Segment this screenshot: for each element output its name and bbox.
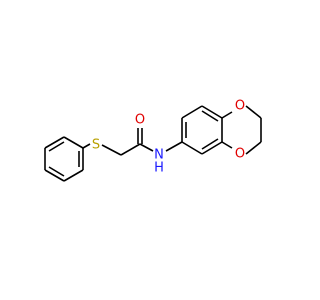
ether-oxygen-top-label: O — [235, 99, 245, 114]
phenyl-ring — [44, 136, 84, 182]
bond-sulfur-methylene — [101, 144, 122, 156]
sulfur-atom-label: S — [92, 138, 100, 153]
benzodioxane-aromatic-ring — [181, 105, 223, 155]
bond-carbonyl-nitrogen — [139, 143, 154, 152]
bond-nitrogen-aryl — [165, 141, 183, 152]
molecule-structure: S O N H O O — [44, 98, 262, 182]
amide-hydrogen-label: H — [154, 161, 164, 176]
carbonyl-oxygen-label: O — [135, 113, 145, 128]
bond-methylene-carbonyl — [120, 143, 141, 156]
dioxane-ring — [221, 105, 262, 155]
amide-nitrogen-label: N — [154, 148, 164, 163]
ether-oxygen-bottom-label: O — [235, 147, 245, 162]
bond-phenyl-sulfur — [82, 143, 91, 149]
